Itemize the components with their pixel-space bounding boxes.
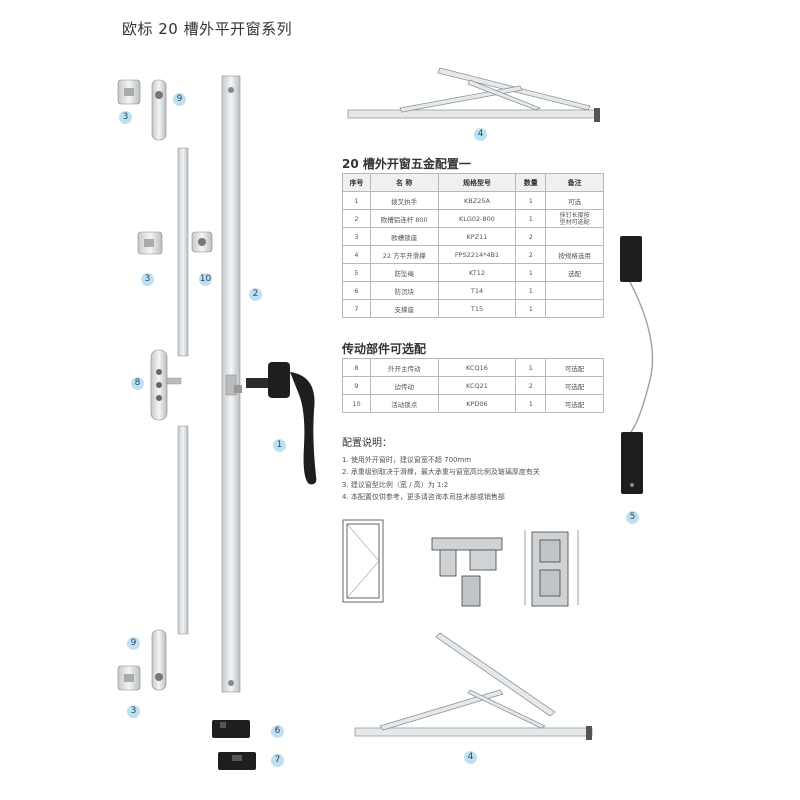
table-cell: [545, 299, 604, 318]
callout-badge: 3: [141, 273, 154, 286]
note-item: 4. 本配置仅供参考，更多请咨询本司技术部或销售部: [342, 493, 505, 501]
config-table-title: 20 槽外开窗五金配置一: [342, 157, 471, 171]
side-drive-illustration: [151, 79, 167, 141]
callout-badge: 1: [273, 439, 286, 452]
callout-badge: 9: [173, 93, 186, 106]
callout-badge: 6: [271, 725, 284, 738]
table-cell: 1: [515, 299, 547, 318]
column-header: 名 称: [369, 173, 439, 192]
callout-badge: 7: [271, 754, 284, 767]
profile-section-drawing: [431, 537, 503, 607]
drive-table-title: 传动部件可选配: [342, 342, 427, 356]
callout-badge: 10: [199, 273, 212, 286]
window-elevation-drawing: [342, 519, 384, 603]
callout-badge: 3: [127, 705, 140, 718]
table-cell: 10: [342, 394, 371, 413]
note-item: 2. 承重级别取决于滑撑，最大承重与窗宽高比例及玻璃厚度有关: [342, 468, 540, 476]
side-transmission-rod-lower: [177, 425, 189, 635]
config-notes: 配置说明： 1. 使用外开窗时，建议窗宽不超 700mm 2. 承重级别取决于滑…: [342, 438, 540, 504]
callout-badge: 5: [626, 511, 639, 524]
side-drive-illustration: [151, 629, 167, 691]
handle-illustration: [246, 362, 317, 485]
table-cell: KPD06: [437, 394, 517, 413]
table-cell: 可选配: [545, 394, 604, 413]
lock-keeper-illustration: [117, 665, 141, 691]
column-header: 规格型号: [437, 173, 517, 192]
locking-point-illustration: [191, 231, 213, 253]
callout-badge: 9: [127, 637, 140, 650]
lock-keeper-illustration: [117, 79, 141, 105]
table-cell: 2: [515, 227, 547, 246]
callout-badge: 8: [131, 377, 144, 390]
page-title: 欧标 20 槽外平开窗系列: [122, 20, 293, 38]
column-header: 备注: [545, 173, 604, 192]
table-cell: T15: [437, 299, 517, 318]
connecting-rod-illustration: [221, 75, 242, 693]
callout-badge: 4: [474, 128, 487, 141]
lock-keeper-illustration: [137, 231, 163, 255]
column-header: 序号: [342, 173, 371, 192]
support-seat-illustration: [218, 752, 256, 770]
table-cell: 活动锁点: [369, 394, 439, 413]
column-header: 数量: [515, 173, 547, 192]
table-header-row: 序号 名 称 规格型号 数量 备注: [342, 173, 604, 192]
notes-title: 配置说明：: [342, 438, 392, 449]
note-item: 3. 建议窗型比例（宽 / 高）为 1:2: [342, 480, 449, 489]
main-drive-illustration: [150, 349, 182, 421]
note-item: 1. 使用外开窗时，建议窗宽不超 700mm: [342, 455, 472, 464]
callout-badge: 3: [119, 111, 132, 124]
anti-sag-block-illustration: [212, 720, 250, 738]
callout-badge: 4: [464, 751, 477, 764]
side-transmission-rod-upper: [177, 147, 189, 357]
table-cell: 7: [342, 299, 371, 318]
profile-section-drawing: [524, 530, 579, 607]
callout-badge: 2: [249, 288, 262, 301]
